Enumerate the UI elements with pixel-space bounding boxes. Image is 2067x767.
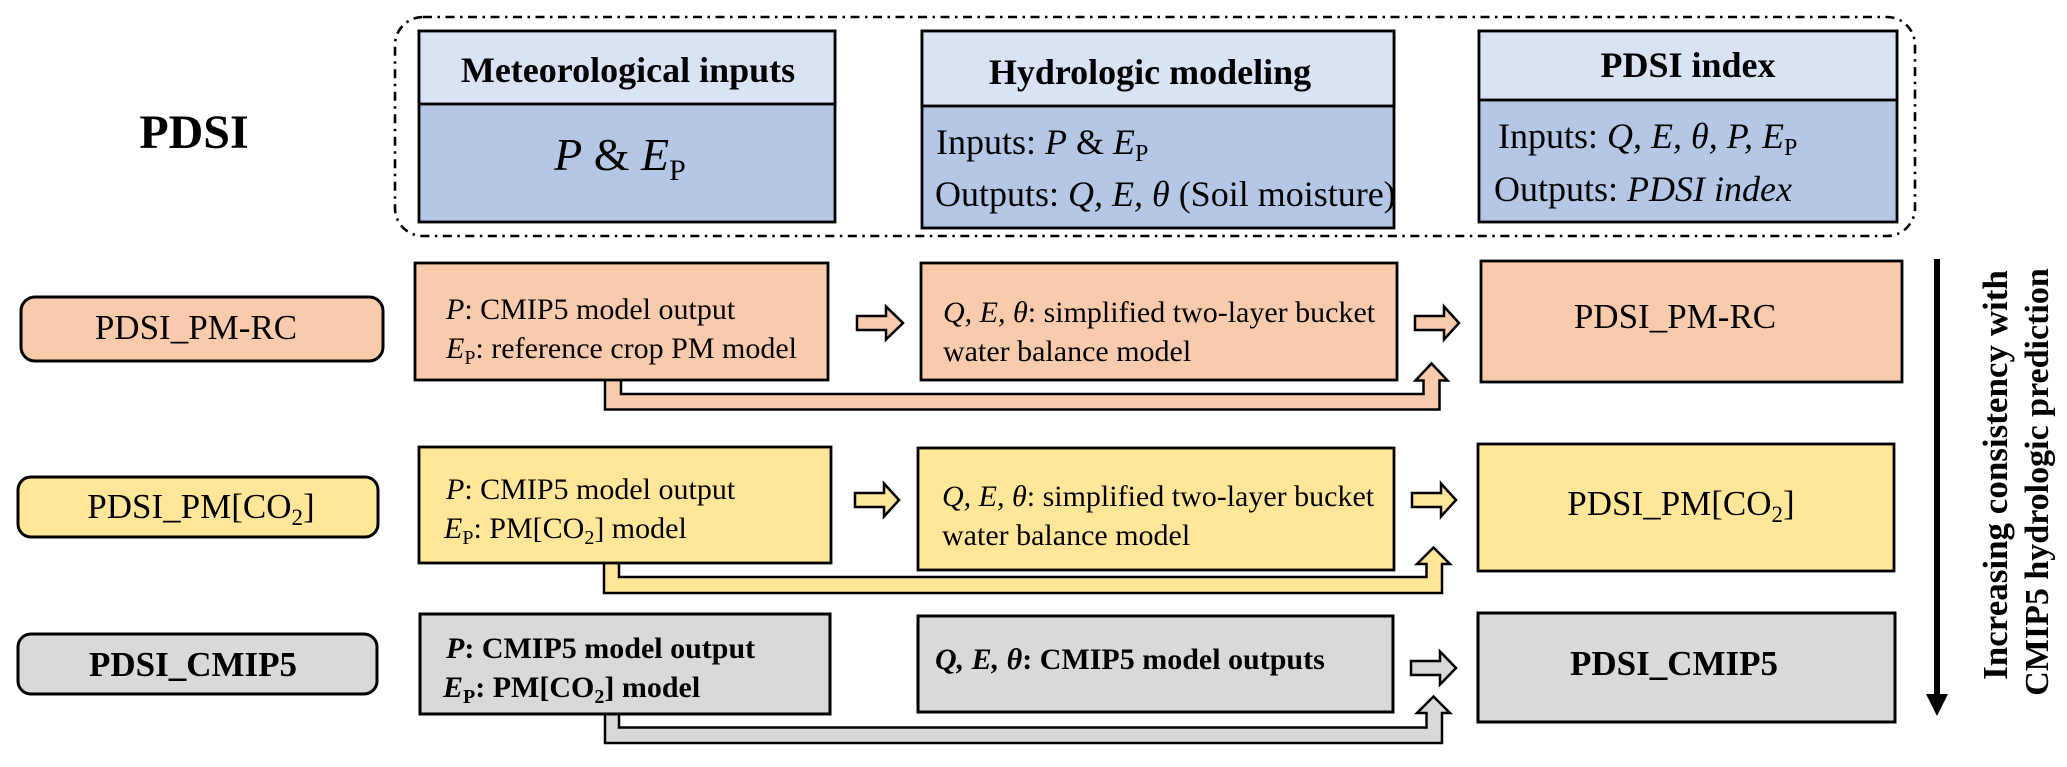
- svg-text:EP: PM[CO2] model: EP: PM[CO2] model: [442, 671, 700, 708]
- svg-text:PDSI_PM[CO2]: PDSI_PM[CO2]: [1567, 484, 1794, 527]
- svg-text:PDSI index: PDSI index: [1600, 45, 1775, 85]
- svg-text:P: CMIP5 model output: P: CMIP5 model output: [445, 632, 755, 665]
- svg-text:P: CMIP5 model output: P: CMIP5 model output: [445, 473, 736, 506]
- svg-text:EP: reference crop PM model: EP: reference crop PM model: [445, 332, 797, 369]
- svg-text:PDSI: PDSI: [139, 106, 248, 159]
- svg-text:PDSI_CMIP5: PDSI_CMIP5: [1570, 644, 1778, 683]
- svg-text:Increasing consistency with: Increasing consistency with: [1976, 270, 2015, 680]
- svg-text:Outputs: PDSI index: Outputs: PDSI index: [1494, 169, 1792, 209]
- svg-text:PDSI_PM-RC: PDSI_PM-RC: [95, 308, 297, 347]
- svg-text:Q, E, θ: simplified two-layer: Q, E, θ: simplified two-layer bucket: [942, 480, 1375, 513]
- svg-text:P: CMIP5 model output: P: CMIP5 model output: [445, 293, 736, 326]
- svg-text:Inputs: P & EP: Inputs: P & EP: [936, 122, 1148, 167]
- svg-text:PDSI_PM-RC: PDSI_PM-RC: [1574, 297, 1776, 336]
- svg-text:water balance model: water balance model: [943, 335, 1191, 368]
- svg-text:water balance model: water balance model: [942, 519, 1190, 552]
- svg-text:Q, E, θ: simplified two-layer: Q, E, θ: simplified two-layer bucket: [943, 296, 1376, 329]
- svg-text:EP: PM[CO2] model: EP: PM[CO2] model: [443, 512, 687, 549]
- svg-text:Outputs: Q, E, θ (Soil moistur: Outputs: Q, E, θ (Soil moisture): [935, 174, 1396, 214]
- svg-text:Hydrologic modeling: Hydrologic modeling: [989, 52, 1311, 92]
- svg-text:CMIP5 hydrologic prediction: CMIP5 hydrologic prediction: [2019, 268, 2056, 696]
- svg-text:Inputs: Q, E, θ, P, EP: Inputs: Q, E, θ, P, EP: [1498, 116, 1797, 161]
- svg-text:P & EP: P & EP: [553, 129, 686, 187]
- svg-text:PDSI_PM[CO2]: PDSI_PM[CO2]: [87, 487, 314, 530]
- svg-text:Meteorological inputs: Meteorological inputs: [461, 50, 795, 90]
- svg-text:PDSI_CMIP5: PDSI_CMIP5: [89, 645, 297, 684]
- svg-text:Q, E, θ: CMIP5 model outputs: Q, E, θ: CMIP5 model outputs: [935, 643, 1325, 676]
